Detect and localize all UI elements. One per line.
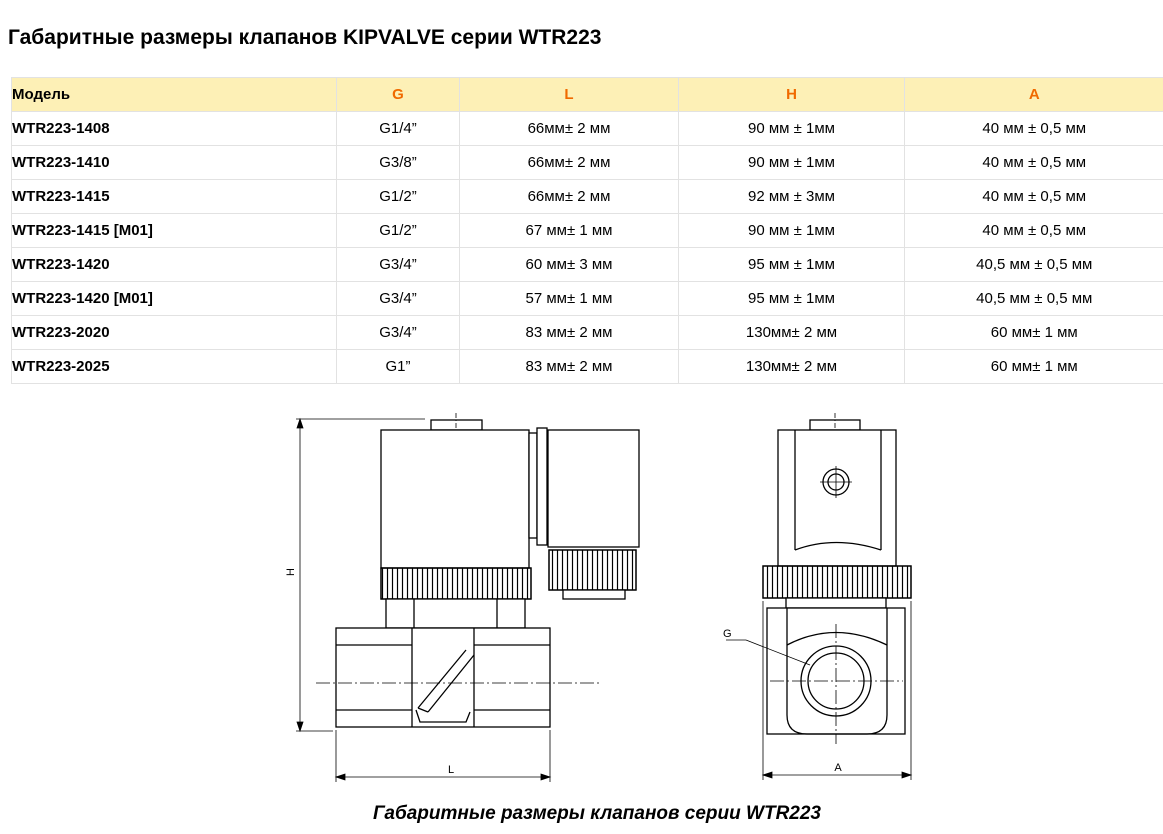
dimension-h-label: H	[285, 568, 297, 576]
cell-g: G1/2”	[336, 179, 460, 214]
valve-front-view	[316, 413, 640, 728]
cell-h: 90 мм ± 1мм	[678, 213, 905, 248]
dimension-a-label: A	[834, 762, 842, 774]
table-row: WTR223-1408 G1/4” 66мм± 2 мм 90 мм ± 1мм…	[11, 111, 1163, 146]
cell-model: WTR223-1420 [M01]	[11, 281, 337, 316]
cell-h: 95 мм ± 1мм	[678, 247, 905, 282]
header-l: L	[459, 77, 679, 112]
cell-g: G3/4”	[336, 281, 460, 316]
cell-g: G3/8”	[336, 145, 460, 180]
cell-a: 60 мм± 1 мм	[904, 315, 1163, 350]
valve-technical-drawing: H L G	[285, 413, 913, 782]
dimension-a	[761, 601, 913, 780]
cell-a: 40,5 мм ± 0,5 мм	[904, 281, 1163, 316]
cell-model: WTR223-2020	[11, 315, 337, 350]
table-row: WTR223-1420 G3/4” 60 мм± 3 мм 95 мм ± 1м…	[11, 247, 1163, 282]
cell-h: 92 мм ± 3мм	[678, 179, 905, 214]
dimension-g-leader	[726, 639, 811, 666]
page-title: Габаритные размеры клапанов KIPVALVE сер…	[8, 26, 602, 49]
cell-model: WTR223-1420	[11, 247, 337, 282]
cell-l: 83 мм± 2 мм	[459, 349, 679, 384]
cell-h: 90 мм ± 1мм	[678, 111, 905, 146]
cell-g: G1/2”	[336, 213, 460, 248]
cell-l: 83 мм± 2 мм	[459, 315, 679, 350]
cell-a: 40 мм ± 0,5 мм	[904, 145, 1163, 180]
cell-model: WTR223-1415	[11, 179, 337, 214]
dimensions-table: Модель G L H A WTR223-1408 G1/4” 66мм± 2…	[11, 77, 1163, 384]
dimension-g-label: G	[723, 628, 732, 640]
cell-l: 67 мм± 1 мм	[459, 213, 679, 248]
dimension-l	[334, 730, 552, 782]
dimension-h	[296, 417, 425, 733]
cell-g: G3/4”	[336, 315, 460, 350]
cell-h: 130мм± 2 мм	[678, 349, 905, 384]
cell-g: G1/4”	[336, 111, 460, 146]
cell-l: 66мм± 2 мм	[459, 145, 679, 180]
valve-side-view	[762, 413, 912, 744]
cell-h: 95 мм ± 1мм	[678, 281, 905, 316]
cell-model: WTR223-1410	[11, 145, 337, 180]
table-row: WTR223-2025 G1” 83 мм± 2 мм 130мм± 2 мм …	[11, 349, 1163, 384]
table-row: WTR223-1420 [M01] G3/4” 57 мм± 1 мм 95 м…	[11, 281, 1163, 316]
cell-model: WTR223-2025	[11, 349, 337, 384]
cell-h: 130мм± 2 мм	[678, 315, 905, 350]
table-row: WTR223-1415 G1/2” 66мм± 2 мм 92 мм ± 3мм…	[11, 179, 1163, 214]
header-a: A	[904, 77, 1163, 112]
cell-l: 57 мм± 1 мм	[459, 281, 679, 316]
cell-a: 40 мм ± 0,5 мм	[904, 111, 1163, 146]
table-row: WTR223-2020 G3/4” 83 мм± 2 мм 130мм± 2 м…	[11, 315, 1163, 350]
table-row: WTR223-1410 G3/8” 66мм± 2 мм 90 мм ± 1мм…	[11, 145, 1163, 180]
cell-h: 90 мм ± 1мм	[678, 145, 905, 180]
cell-a: 40 мм ± 0,5 мм	[904, 179, 1163, 214]
cell-l: 66мм± 2 мм	[459, 179, 679, 214]
header-g: G	[336, 77, 460, 112]
cell-a: 40 мм ± 0,5 мм	[904, 213, 1163, 248]
table-row: WTR223-1415 [M01] G1/2” 67 мм± 1 мм 90 м…	[11, 213, 1163, 248]
cell-l: 66мм± 2 мм	[459, 111, 679, 146]
dimension-l-label: L	[448, 764, 454, 776]
cell-a: 40,5 мм ± 0,5 мм	[904, 247, 1163, 282]
cell-g: G3/4”	[336, 247, 460, 282]
cell-a: 60 мм± 1 мм	[904, 349, 1163, 384]
cell-l: 60 мм± 3 мм	[459, 247, 679, 282]
drawing-caption: Габаритные размеры клапанов серии WTR223	[372, 803, 821, 824]
header-model: Модель	[11, 77, 337, 112]
cell-model: WTR223-1408	[11, 111, 337, 146]
cell-g: G1”	[336, 349, 460, 384]
table-header-row: Модель G L H A	[11, 77, 1163, 112]
header-h: H	[678, 77, 905, 112]
cell-model: WTR223-1415 [M01]	[11, 213, 337, 248]
